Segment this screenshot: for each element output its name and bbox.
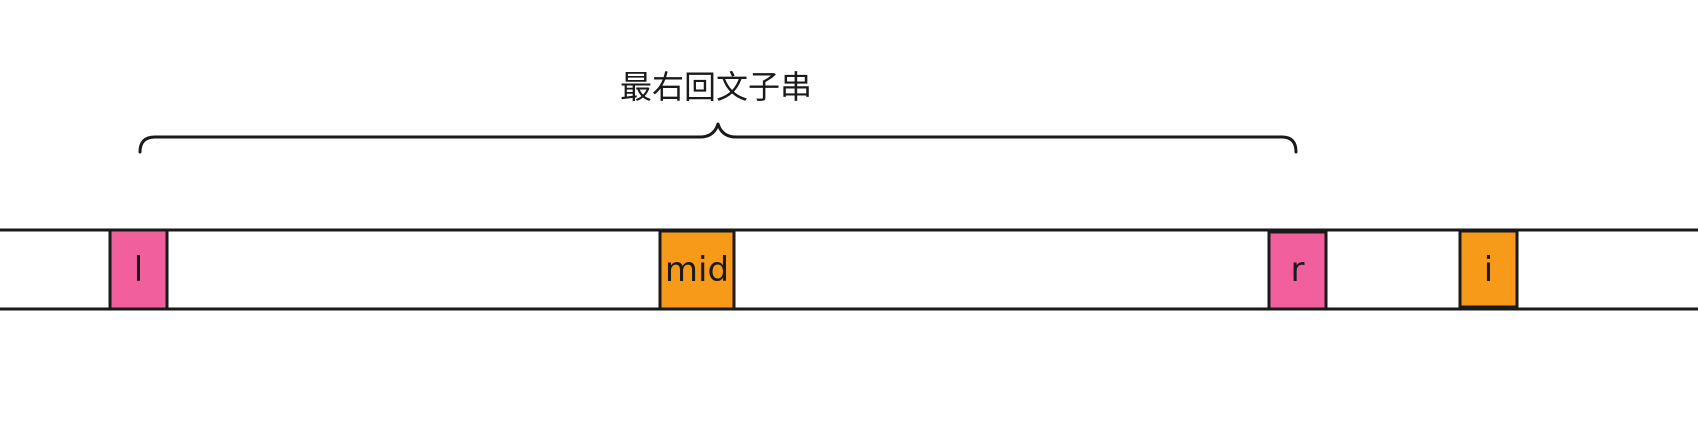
marker-mid-label: mid — [665, 250, 729, 290]
marker-r-label: r — [1291, 250, 1305, 290]
brace-label: 最右回文子串 — [620, 68, 812, 106]
marker-l: l — [108, 228, 169, 311]
marker-mid-box — [658, 229, 736, 311]
curly-brace — [138, 122, 1298, 154]
marker-r-box — [1267, 230, 1328, 311]
marker-i-label: i — [1484, 250, 1493, 290]
marker-mid: mid — [658, 229, 736, 311]
marker-i: i — [1458, 229, 1519, 309]
marker-r: r — [1267, 230, 1328, 311]
marker-l-label: l — [134, 250, 143, 290]
marker-i-box — [1458, 229, 1519, 309]
marker-l-box — [108, 228, 169, 311]
